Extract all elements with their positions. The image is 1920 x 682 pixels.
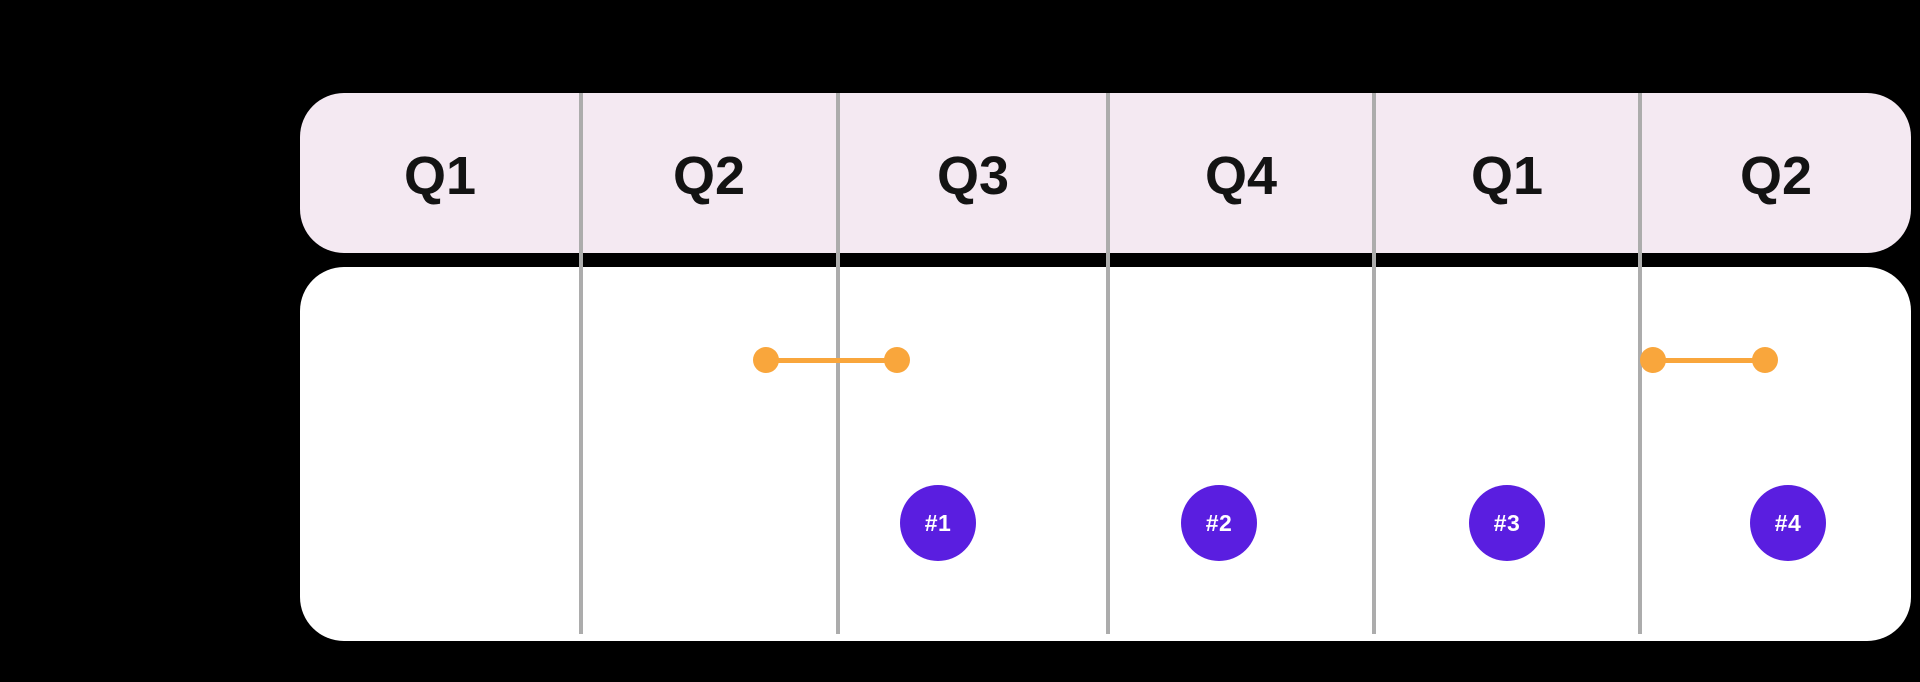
range-end-dot [884,347,910,373]
quarter-label-q1: Q1 [403,146,477,206]
range-line [1653,358,1765,363]
timeline-canvas [300,267,1911,641]
milestone-label: #3 [1493,509,1521,536]
milestone-label: #2 [1205,509,1233,536]
range-line [766,358,897,363]
milestone-badge-2: #2 [1181,485,1257,561]
quarter-label-q2: Q2 [672,146,746,206]
column-divider [836,93,840,634]
range-end-dot [1752,347,1778,373]
milestone-badge-4: #4 [1750,485,1826,561]
column-divider [1106,93,1110,634]
milestone-label: #4 [1774,509,1802,536]
quarter-label-q1-year2: Q1 [1470,146,1544,206]
quarter-label-q3: Q3 [936,146,1010,206]
quarter-header-bar [300,93,1911,253]
milestone-label: #1 [924,509,952,536]
quarter-label-q2-year2: Q2 [1739,146,1813,206]
column-divider [1372,93,1376,634]
range-start-dot [753,347,779,373]
range-start-dot [1640,347,1666,373]
column-divider [579,93,583,634]
quarter-label-q4: Q4 [1204,146,1278,206]
milestone-badge-1: #1 [900,485,976,561]
milestone-badge-3: #3 [1469,485,1545,561]
